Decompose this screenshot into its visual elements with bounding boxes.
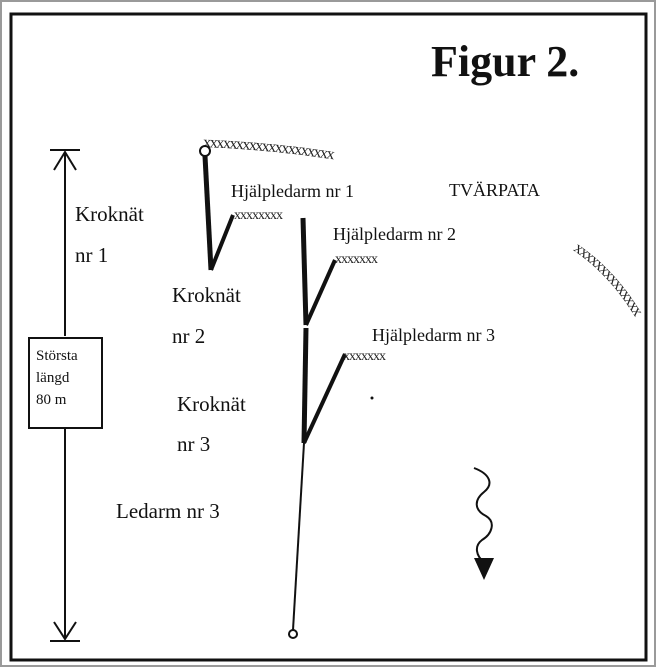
kroknat-2-label-2: nr 2 xyxy=(172,324,205,348)
inner-border xyxy=(9,12,648,662)
hjalpledarm-3-label: Hjälpledarm nr 3 xyxy=(372,325,495,345)
hjalpledarm-3-marks: xxxxxxx xyxy=(343,349,386,364)
kroknat-2-net xyxy=(300,217,309,326)
hjalpledarm-1-line xyxy=(209,214,235,271)
dimension-line-3: 80 m xyxy=(36,392,67,408)
figure-title: Figur 2. xyxy=(431,37,579,86)
ledarm-3-label: Ledarm nr 3 xyxy=(116,499,220,523)
hjalpledarm-2-label: Hjälpledarm nr 2 xyxy=(333,224,456,244)
ledarm-3-line xyxy=(292,442,305,631)
kroknat-1-label-1: Kroknät xyxy=(75,202,144,226)
dimension-box xyxy=(28,337,103,429)
length-arrow-head-bottom xyxy=(53,621,77,641)
kroknat-1-label-2: nr 1 xyxy=(75,243,108,267)
dimension-line-2: längd xyxy=(36,370,70,386)
kroknat-3-label-2: nr 3 xyxy=(177,432,210,456)
hjalpledarm-1-marks: xxxxxxxx xyxy=(234,208,283,223)
stray-dot xyxy=(370,396,374,400)
hjalpledarm-3-line xyxy=(302,353,347,444)
current-arrow-wave xyxy=(473,467,493,563)
bottom-float xyxy=(288,629,298,639)
length-arrow-head-top xyxy=(53,150,77,171)
kroknat-3-label-1: Kroknät xyxy=(177,392,246,416)
dimension-line-1: Största xyxy=(36,348,78,364)
kroknat-3-net xyxy=(301,327,309,444)
current-arrow-head xyxy=(474,558,494,580)
top-float xyxy=(199,145,211,157)
tvarpata-label: TVÄRPATA xyxy=(449,180,540,200)
kroknat-1-net xyxy=(202,155,214,271)
hjalpledarm-2-marks: xxxxxxx xyxy=(335,252,378,267)
hjalpledarm-1-label: Hjälpledarm nr 1 xyxy=(231,181,354,201)
hjalpledarm-2-line xyxy=(304,259,337,326)
kroknat-2-label-1: Kroknät xyxy=(172,283,241,307)
